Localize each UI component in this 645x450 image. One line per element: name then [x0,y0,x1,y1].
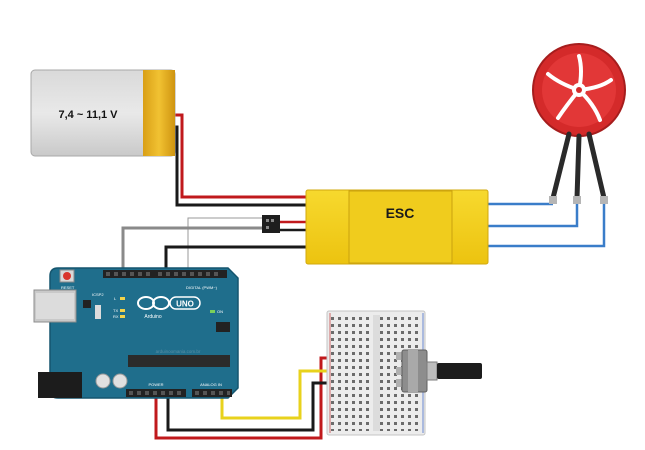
battery-voltage-label: 7,4 ~ 11,1 V [58,109,118,121]
tx-label: TX [113,308,118,313]
arduino-uno: RESET DIGITAL (PWM~) ICSP2 L TX RX ON UN… [33,267,239,399]
battery-black-wire [172,125,306,207]
servo-connector [262,215,280,233]
gnd-gray-wire [121,226,262,268]
brushless-motor [532,43,626,204]
motor-wire-c [488,204,606,248]
watermark: arduinoomania.com.br [156,349,201,354]
icsp-label: ICSP2 [92,292,104,297]
on-label: ON [217,309,223,314]
analog-label: ANALOG IN [200,382,222,387]
battery-red-wire [172,113,306,199]
motor-wire-b [488,204,579,228]
power-label: POWER [148,382,163,387]
battery: 7,4 ~ 11,1 V [30,69,176,157]
potentiometer[interactable] [396,349,482,393]
board-name: UNO [176,300,194,309]
digital-header [103,270,227,278]
dc-jack [38,372,82,398]
breadboard [326,310,426,436]
esc-label: ESC [386,205,415,221]
digital-label: DIGITAL (PWM~) [186,285,218,290]
rx-label: RX [113,314,119,319]
atmega-chip [128,355,230,367]
reset-label: RESET [61,285,75,290]
signal-wire [186,216,262,268]
esc: ESC [262,189,489,265]
brand-name: Arduino [144,314,161,320]
potentiometer-knob[interactable] [437,363,482,379]
esc-black-wire [164,245,306,268]
l-label: L [114,296,117,301]
arduino-logo: UNO Arduino [137,296,201,320]
signal-wire-outline [187,217,262,268]
